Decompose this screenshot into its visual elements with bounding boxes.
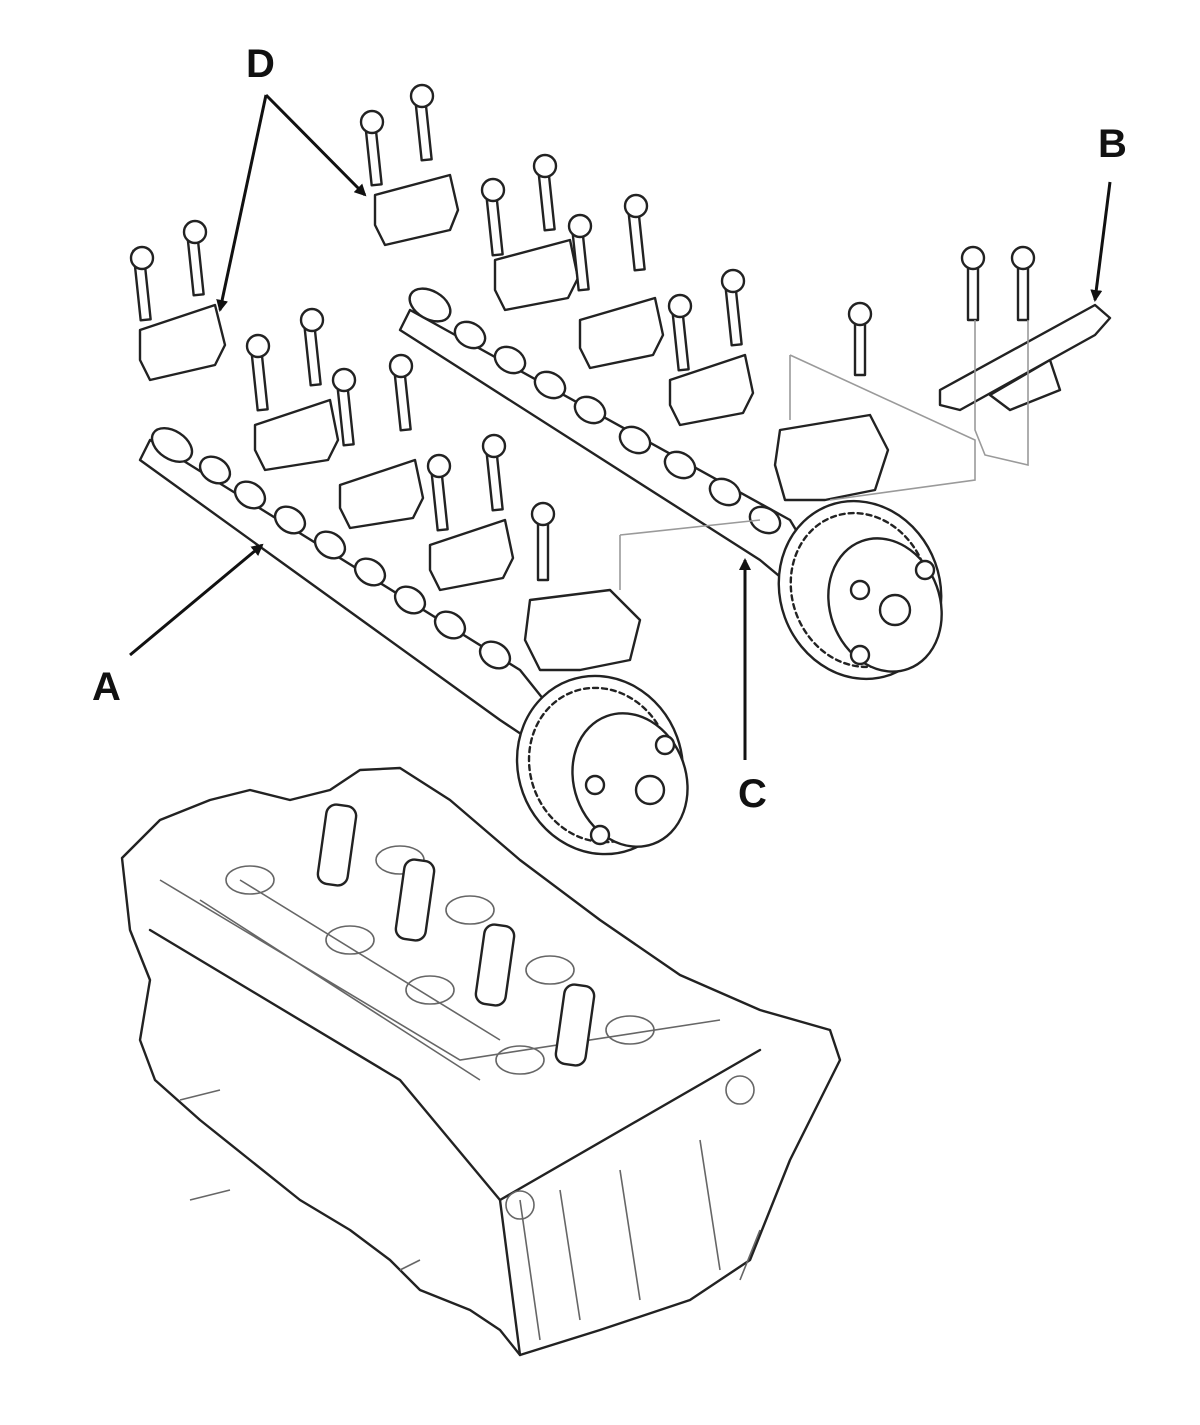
- leader-arrows: [129, 93, 1112, 760]
- callout-d: D: [246, 42, 275, 86]
- camshaft-holders: [129, 83, 1036, 592]
- camshaft-c: [398, 287, 943, 681]
- cylinder-head: [120, 766, 842, 1357]
- callout-a: A: [92, 665, 121, 709]
- callout-c: C: [738, 772, 767, 816]
- callout-b: B: [1098, 122, 1127, 166]
- end-holders: [523, 413, 890, 672]
- camshaft-a: [138, 427, 689, 856]
- oil-control-pipe: [938, 303, 1112, 467]
- alignment-lines: [619, 354, 976, 590]
